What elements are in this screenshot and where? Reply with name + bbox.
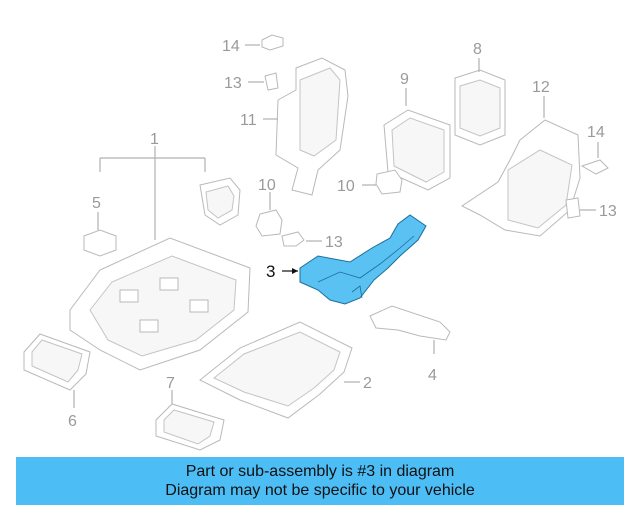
caption-line-2: Diagram may not be specific to your vehi…: [165, 482, 475, 499]
part-10-relay-left: 10: [255, 177, 283, 237]
part-11-bracket: 11: [240, 57, 349, 196]
part-2-tray: 2: [199, 321, 372, 419]
callout-6: 6: [68, 413, 77, 430]
callout-9: 9: [400, 71, 409, 88]
part-4-bracket: 4: [369, 305, 451, 384]
callout-10-right: 10: [337, 178, 355, 195]
part-14-clip: 14: [222, 34, 284, 55]
callout-10-left: 10: [258, 177, 276, 194]
callout-11: 11: [240, 112, 257, 129]
part-14-clip-right: 14: [580, 124, 609, 175]
callout-2: 2: [363, 375, 372, 392]
part-8-module: 8: [454, 41, 506, 146]
part-12-fuse-box: 12: [461, 79, 581, 237]
parts-diagram: 14 13 11 8 9 10 12: [23, 34, 617, 451]
part-1-leader: 1: [99, 131, 206, 240]
caption-banner: Part or sub-assembly is #3 in diagram Di…: [16, 457, 624, 505]
callout-13-top: 13: [224, 75, 242, 92]
callout-14-top: 14: [222, 38, 240, 55]
part-6-plate: 6: [23, 333, 91, 430]
callout-1: 1: [150, 131, 159, 148]
callout-7: 7: [166, 375, 175, 392]
callout-14-right: 14: [587, 124, 605, 141]
part-10-relay-right: 10: [337, 169, 403, 195]
part-7-plate: 7: [155, 375, 225, 451]
part-5-bracket: 5: [83, 195, 117, 257]
part-harness-connector: [199, 177, 241, 226]
part-1-tray: [69, 237, 251, 371]
part-13-clip-middle: 13: [281, 231, 343, 251]
callout-4: 4: [428, 367, 437, 384]
callout-13-right: 13: [599, 203, 617, 220]
part-9-ecu: 9: [383, 71, 451, 191]
part-13-clip-top: 13: [224, 72, 279, 92]
callout-8: 8: [473, 41, 482, 58]
caption-line-1: Part or sub-assembly is #3 in diagram: [185, 463, 455, 480]
part-3-highlighted: 3: [266, 214, 427, 305]
part-13-clip-right: 13: [565, 197, 617, 220]
callout-3: 3: [266, 262, 275, 281]
callout-12: 12: [532, 79, 550, 96]
callout-5: 5: [92, 195, 101, 212]
callout-13-middle: 13: [325, 234, 343, 251]
